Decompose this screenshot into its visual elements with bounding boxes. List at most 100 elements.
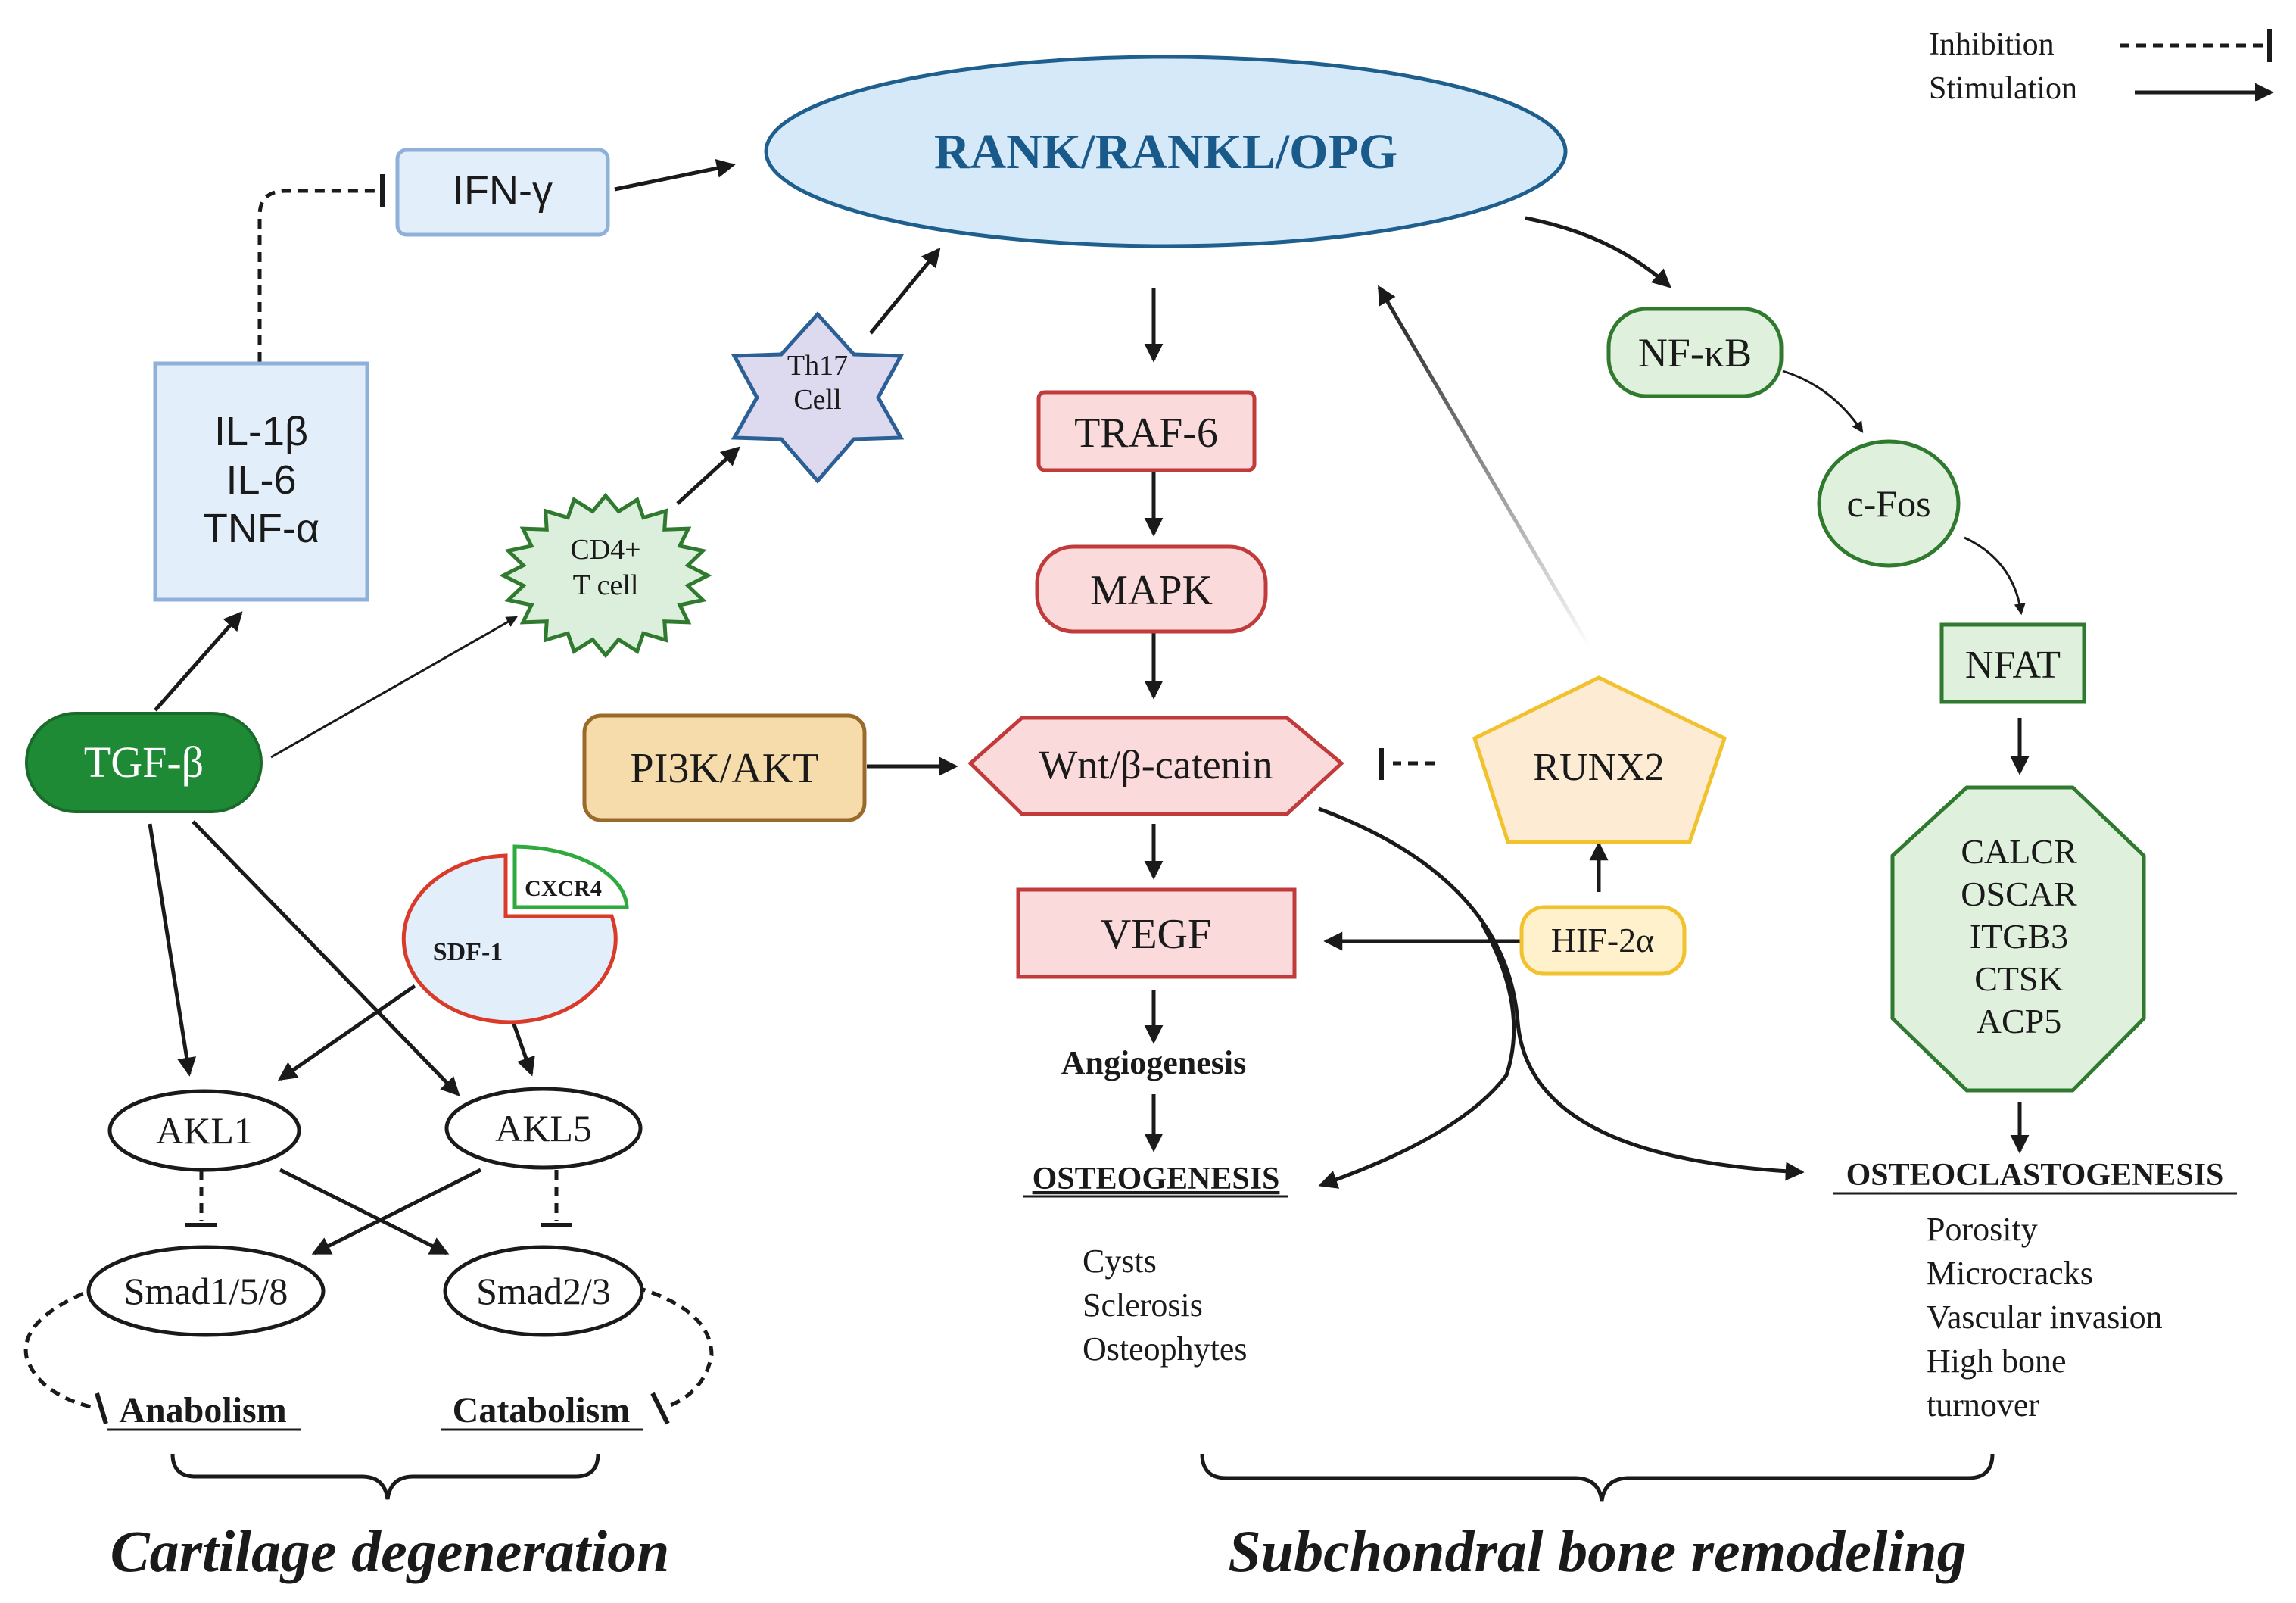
il-to-ifn-inhibition	[257, 189, 379, 362]
sdf1-label: SDF-1	[433, 938, 503, 966]
tgf-to-il-arrow	[154, 611, 243, 712]
smad158-node: Smad1/5/8	[86, 1245, 326, 1337]
osteogenesis-outcomes: Cysts Sclerosis Osteophytes	[1083, 1243, 1248, 1368]
sdf1-to-akl1-arrow	[277, 984, 416, 1081]
sdf1-to-akl5-arrow	[511, 1021, 535, 1077]
tgf-to-akl5-arrow	[192, 820, 460, 1096]
akl1-label: AKL1	[156, 1109, 253, 1152]
traf6-label: TRAF-6	[1074, 410, 1218, 457]
tgf-beta-node: TGF-β	[25, 712, 263, 813]
ifn-label: IFN-γ	[453, 168, 553, 214]
cartilage-degeneration-title: Cartilage degeneration	[111, 1518, 670, 1584]
angiogenesis-label: Angiogenesis	[1061, 1044, 1246, 1081]
nfat-label: NFAT	[1965, 644, 2061, 687]
outcome-cysts: Cysts	[1083, 1243, 1157, 1280]
cfos-label: c-Fos	[1846, 482, 1930, 525]
th17-cell-node: Th17 Cell	[731, 311, 905, 484]
rank-label: RANK/RANKL/OPG	[934, 124, 1397, 179]
legend-inhibition-label: Inhibition	[1929, 27, 2055, 62]
osteogenesis-label: OSTEOGENESIS	[1033, 1162, 1280, 1196]
il6-label: IL-6	[226, 457, 296, 503]
ifn-gamma-node: IFN-γ	[395, 148, 610, 237]
cd4-to-th17-arrow	[676, 446, 740, 505]
runx2-node: RUNX2	[1472, 675, 1727, 844]
akl5-to-smad158-arrow	[311, 1168, 482, 1255]
smad23-label: Smad2/3	[476, 1270, 611, 1312]
akl5-node: AKL5	[444, 1087, 643, 1170]
outcome-osteophytes: Osteophytes	[1083, 1330, 1248, 1368]
anabolism-label: Anabolism	[119, 1390, 286, 1430]
mapk-label: MAPK	[1090, 567, 1213, 614]
outcome-high-bone: High bone	[1927, 1343, 2067, 1380]
tnfa-label: TNF-α	[203, 506, 319, 551]
tgf-to-cd4-arrow	[270, 616, 518, 759]
nfkb-label: NF-κB	[1638, 330, 1752, 376]
outcome-vascular-invasion: Vascular invasion	[1927, 1299, 2163, 1336]
rank-to-nfkb-arrow	[1525, 216, 1671, 288]
osteoclast-genes-node: CALCR OSCAR ITGB3 CTSK ACP5	[1890, 785, 2146, 1093]
gene-ctsk: CTSK	[1974, 959, 2064, 998]
connectors	[23, 159, 2030, 1425]
smad158-label: Smad1/5/8	[124, 1270, 288, 1312]
il1b-label: IL-1β	[214, 409, 308, 454]
left-section-brace	[170, 1453, 600, 1500]
runx2-label: RUNX2	[1533, 746, 1664, 789]
tgf-label: TGF-β	[84, 738, 204, 787]
th17-label: Th17	[787, 350, 848, 382]
t-cell-label: T cell	[573, 569, 639, 601]
wnt-to-osteoclastogenesis-arrow	[1318, 806, 1805, 1181]
cfos-to-nfat-arrow	[1964, 536, 2026, 616]
smad23-node: Smad2/3	[443, 1245, 644, 1337]
c-fos-node: c-Fos	[1817, 439, 1961, 568]
hif-label: HIF-2α	[1551, 921, 1655, 959]
sdf1-cxcr4-node: CXCR4 SDF-1	[401, 844, 629, 1024]
wnt-label: Wnt/β-catenin	[1039, 742, 1273, 787]
smad158-to-anabolism-inhibition	[23, 1285, 99, 1409]
th17-cell-label: Cell	[793, 384, 841, 416]
catabolism-inhibition-bar	[650, 1392, 670, 1425]
gene-acp5: ACP5	[1977, 1002, 2061, 1040]
catabolism-label: Catabolism	[453, 1390, 631, 1430]
cxcr4-shape	[512, 844, 629, 909]
gene-oscar: OSCAR	[1961, 875, 2077, 913]
wnt-beta-catenin-node: Wnt/β-catenin	[967, 716, 1344, 816]
rank-rankl-opg-node: RANK/RANKL/OPG	[764, 55, 1568, 248]
interleukin-node: IL-1β IL-6 TNF-α	[153, 361, 369, 602]
tgf-to-akl1-arrow	[148, 823, 197, 1077]
cd4-label: CD4+	[570, 534, 640, 566]
right-section-brace	[1200, 1453, 1995, 1502]
akl1-node: AKL1	[107, 1089, 301, 1172]
hif-to-osteogenesis-arrow	[1318, 922, 1516, 1189]
nfat-node: NFAT	[1939, 622, 2086, 704]
outcome-sclerosis: Sclerosis	[1083, 1286, 1203, 1324]
cxcr4-label: CXCR4	[525, 876, 602, 901]
outcome-turnover: turnover	[1927, 1386, 2039, 1424]
nfkb-to-cfos-arrow	[1782, 370, 1864, 433]
traf6-node: TRAF-6	[1036, 390, 1257, 472]
nfkb-node: NF-κB	[1606, 307, 1784, 398]
outcome-microcracks: Microcracks	[1927, 1255, 2093, 1292]
ifn-to-rank-arrow	[614, 159, 736, 192]
hif-2a-node: HIF-2α	[1519, 905, 1687, 976]
mapk-node: MAPK	[1035, 544, 1268, 634]
vegf-label: VEGF	[1101, 911, 1211, 958]
runx2-to-rank-arrow	[1377, 285, 1592, 649]
akl1-to-smad23-arrow	[279, 1168, 450, 1255]
osteoclastogenesis-label: OSTEOCLASTOGENESIS	[1846, 1158, 2224, 1193]
sdf1-shape	[401, 853, 618, 1024]
vegf-node: VEGF	[1016, 887, 1297, 979]
gene-itgb3: ITGB3	[1970, 917, 2068, 956]
legend-stimulation-label: Stimulation	[1929, 71, 2077, 106]
subchondral-bone-remodeling-title: Subchondral bone remodeling	[1228, 1518, 1966, 1584]
outcome-porosity: Porosity	[1927, 1211, 2038, 1248]
akl5-label: AKL5	[495, 1107, 592, 1149]
gene-calcr: CALCR	[1961, 832, 2077, 871]
pi3k-label: PI3K/AKT	[631, 745, 819, 792]
anabolism-inhibition-bar	[95, 1392, 108, 1424]
legend: Inhibition Stimulation	[1929, 27, 2274, 106]
pi3k-akt-node: PI3K/AKT	[582, 713, 867, 822]
cd4-t-cell-node: CD4+ T cell	[499, 492, 712, 659]
th17-to-rank-arrow	[869, 248, 941, 335]
smad23-to-catabolism-inhibition	[635, 1285, 714, 1409]
